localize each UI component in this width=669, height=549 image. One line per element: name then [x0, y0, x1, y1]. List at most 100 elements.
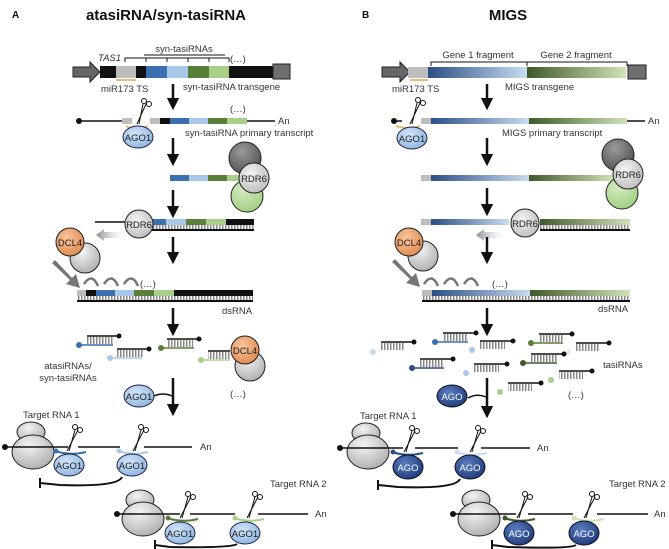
scissors-icon-b4	[516, 491, 533, 519]
dcl4-processing-arrow	[52, 260, 80, 288]
syn-tasirnas-label: syn-tasiRNAs	[155, 44, 213, 55]
dcl4-processing-arrow-b	[392, 259, 420, 287]
rdr6-protein-2	[124, 209, 154, 239]
ellipsis-label-3: (…)	[140, 279, 156, 290]
ago1-label-3: AGO1	[56, 461, 82, 472]
ago1-label-6: AGO1	[232, 529, 258, 540]
target-rna-2	[114, 489, 308, 537]
ago-protein-target1b	[454, 454, 486, 480]
ago1-protein-b	[396, 126, 428, 150]
transgene-label: syn-tasiRNA transgene	[183, 82, 280, 93]
ago1-label-5: AGO1	[167, 529, 193, 540]
translation-repression-line	[39, 476, 123, 488]
ago1-protein-target2b	[229, 521, 261, 545]
dcl4-protein-b	[394, 227, 424, 257]
panel-a-letter: A	[12, 10, 19, 21]
small-rnas-label-line2: syn-tasiRNAs	[39, 373, 97, 384]
transgene-label-b: MIGS transgene	[505, 82, 574, 93]
gene2-label: Gene 2 fragment	[540, 50, 612, 61]
scissors-icon-b5	[583, 491, 600, 519]
ribosome-large-subunit	[11, 434, 55, 470]
ellipsis-label-4: (…)	[230, 389, 246, 400]
ago1-protein-target1a	[53, 453, 85, 477]
ago-label-2: AGO	[397, 463, 418, 474]
scissors-icon-4	[179, 491, 196, 519]
dcl4-label-2: DCL4	[233, 346, 257, 357]
phased-cleavage-arrows	[82, 277, 140, 287]
ellipsis-label-b2: (…)	[568, 390, 584, 401]
ellipsis-label-b: (…)	[492, 279, 508, 290]
syn-tasirna-transgene	[72, 54, 291, 84]
ago-protein-target2a	[503, 520, 535, 546]
rdr6-label-b: RDR6	[615, 170, 641, 181]
scissors-icon-2	[66, 424, 83, 452]
ago1-label-4: AGO1	[119, 461, 145, 472]
polya-label-b3: An	[654, 509, 666, 520]
translation-repression-line-2	[154, 540, 238, 549]
dcl4-label-b: DCL4	[397, 238, 421, 249]
terminator-box	[272, 63, 291, 80]
primary-transcript-label: syn-tasiRNA primary transcript	[185, 128, 314, 139]
tasirna-duplexes	[370, 330, 612, 395]
rdr6-protein-b	[612, 158, 644, 190]
small-rna-duplexes	[76, 333, 230, 363]
rdr6-direction-arrow-b	[476, 229, 508, 241]
ago1-protein	[122, 125, 154, 149]
primary-transcript-label-b: MIGS primary transcript	[502, 128, 603, 139]
translation-repression-line-b2	[491, 540, 577, 549]
gene1-label: Gene 1 fragment	[442, 50, 514, 61]
rdr6-direction-arrow	[96, 229, 128, 241]
terminator-box-b	[627, 64, 647, 80]
target-rna-1	[2, 421, 192, 470]
panel-b-letter: B	[362, 10, 369, 21]
phased-cleavage-arrows-b	[422, 277, 480, 287]
ago-protein-loading	[436, 384, 468, 408]
dsrna-label: dsRNA	[222, 306, 253, 317]
rdr6-protein-b2	[510, 208, 540, 238]
translation-repression-line-b	[377, 478, 461, 490]
target-rna-2-b	[450, 489, 648, 537]
small-rnas-label-line1: atasiRNAs/	[44, 361, 92, 372]
target-rna-1-label: Target RNA 1	[23, 410, 80, 421]
polya-label-b2: An	[537, 443, 549, 454]
target-rna-2-label: Target RNA 2	[270, 479, 327, 490]
scissors-icon-b	[409, 97, 426, 125]
mir173-ts-label-b: miR173 TS	[392, 84, 439, 95]
polya-label-3: An	[315, 509, 327, 520]
target-rna-1-b	[337, 422, 530, 470]
panel-b-title: MIGS	[489, 7, 527, 24]
tas1-label: TAS1	[98, 53, 121, 64]
scissors-icon-b3	[469, 425, 486, 453]
ago-protein-target2b	[568, 520, 600, 546]
dcl4-protein-2	[230, 335, 260, 365]
target-rna-1-label-b: Target RNA 1	[360, 411, 417, 422]
rdr6-label-b2: RDR6	[512, 219, 538, 230]
dsrna-label-b: dsRNA	[598, 304, 629, 315]
scissors-icon-3	[132, 424, 149, 452]
polya-label: An	[278, 116, 290, 127]
ago-label-3: AGO	[459, 463, 480, 474]
target-rna-2-label-b: Target RNA 2	[609, 479, 666, 490]
ago-label-4: AGO	[508, 529, 529, 540]
ago1-label-2: AGO1	[126, 392, 152, 403]
panel-b: B MIGS Gene 1 fragment Gene 2 fragment m…	[337, 7, 666, 549]
ago1-label-b: AGO1	[399, 134, 425, 145]
ago-protein-target1a	[392, 454, 424, 480]
scissors-icon-5	[246, 491, 263, 519]
scissors-icon-b2	[403, 425, 420, 453]
scissors-icon	[136, 98, 152, 125]
polya-label-2: An	[200, 442, 212, 453]
promoter-arrow-icon-b	[381, 60, 411, 84]
ago-label: AGO	[441, 392, 462, 403]
ago1-protein-target2a	[164, 521, 196, 545]
dcl4-protein	[55, 227, 85, 257]
dcl4-label: DCL4	[58, 238, 82, 249]
mir173-ts-label: miR173 TS	[101, 84, 148, 95]
panel-a-title: atasiRNA/syn-tasiRNA	[86, 7, 246, 24]
ellipsis-label-2: (…)	[230, 104, 246, 115]
rdr6-label-2: RDR6	[126, 220, 152, 231]
ago1-label: AGO1	[125, 133, 151, 144]
promoter-arrow-icon	[72, 60, 101, 84]
rdr6-label: RDR6	[241, 174, 267, 185]
